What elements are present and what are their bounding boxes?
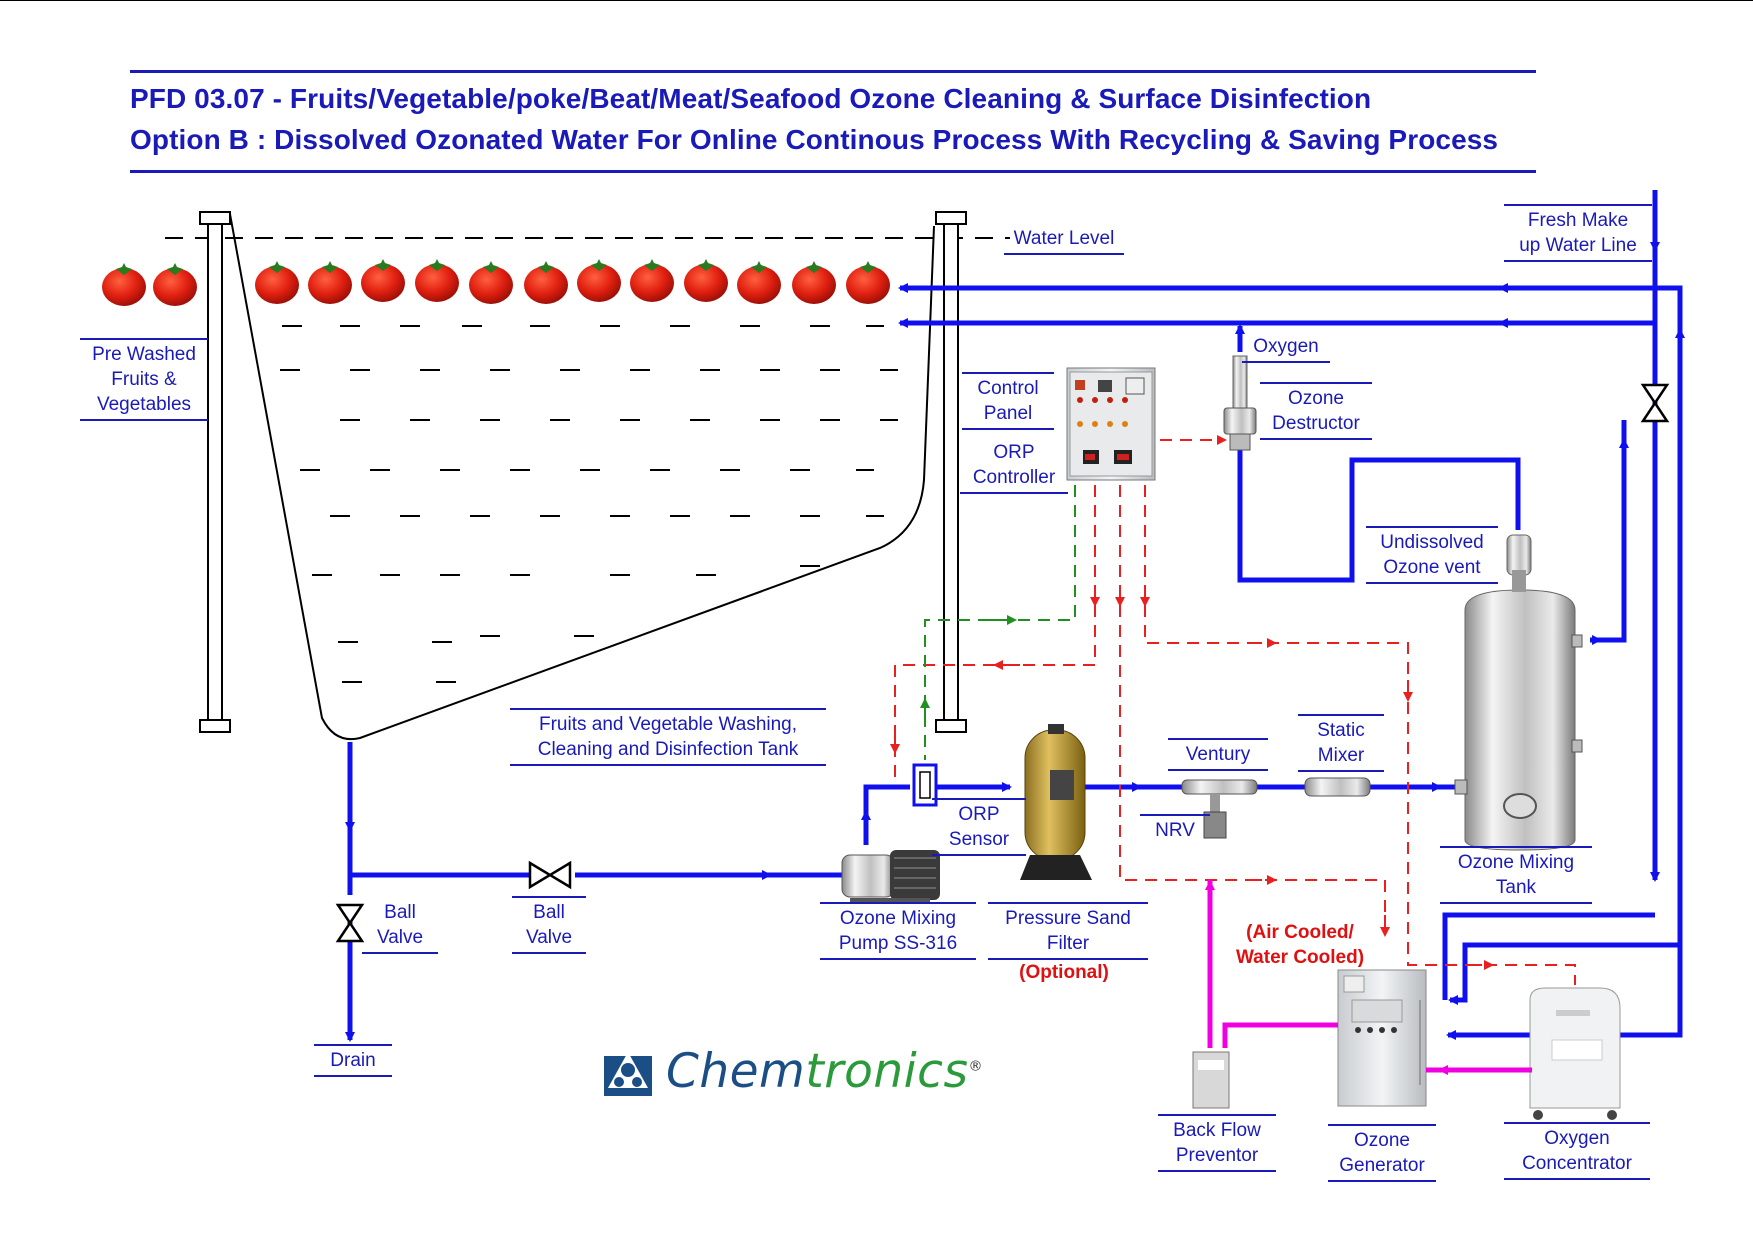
ozone-generator-icon	[1337, 969, 1427, 1107]
page-title: PFD 03.07 - Fruits/Vegetable/poke/Beat/M…	[130, 83, 1372, 114]
brand-wordmark: Chemtronics®	[666, 1044, 983, 1099]
washing-tank-label: Fruits and Vegetable Washing,Cleaning an…	[510, 708, 826, 766]
ozone-mixing-tank-icon	[1454, 534, 1583, 851]
drain-ball-valve-icon[interactable]	[335, 903, 365, 943]
drain-label: Drain	[314, 1044, 392, 1077]
oxygen-concentrator-icon	[1529, 987, 1621, 1120]
top-border	[0, 0, 1753, 1]
ball-valve-icon[interactable]	[528, 860, 572, 890]
washing-tank	[199, 211, 967, 740]
nrv-label: NRV	[1140, 814, 1210, 843]
water-level-label: Water Level	[1004, 228, 1124, 255]
orp-sensor-icon	[912, 763, 938, 807]
title-rule-bottom	[130, 170, 1536, 173]
sand-filter-icon	[1020, 724, 1092, 880]
water-dashes	[280, 325, 898, 683]
static-mixer-icon	[1304, 777, 1371, 797]
cooling-label: (Air Cooled/Water Cooled)	[1235, 922, 1365, 968]
chemtronics-logo-icon	[604, 1052, 652, 1096]
pump-icon	[841, 850, 940, 904]
venturi-label: Ventury	[1168, 738, 1268, 771]
orp-control-line	[920, 485, 1076, 760]
optional-label: (Optional)	[1019, 962, 1109, 983]
page-subtitle: Option B : Dissolved Ozonated Water For …	[130, 124, 1499, 155]
control-signal-lines	[890, 435, 1576, 985]
tomatoes	[102, 259, 890, 306]
oxygen-line	[1205, 880, 1532, 1075]
fresh-water-valve-icon[interactable]	[1640, 383, 1670, 423]
title-rule-top	[130, 70, 1536, 73]
venturi-icon	[1181, 779, 1258, 814]
back-flow-preventor-icon	[1192, 1051, 1230, 1109]
ozone-destructor-icon	[1223, 355, 1257, 451]
control-panel-icon	[1066, 367, 1156, 481]
nrv-icon	[1203, 811, 1227, 839]
oxygen-label: Oxygen	[1242, 334, 1330, 363]
